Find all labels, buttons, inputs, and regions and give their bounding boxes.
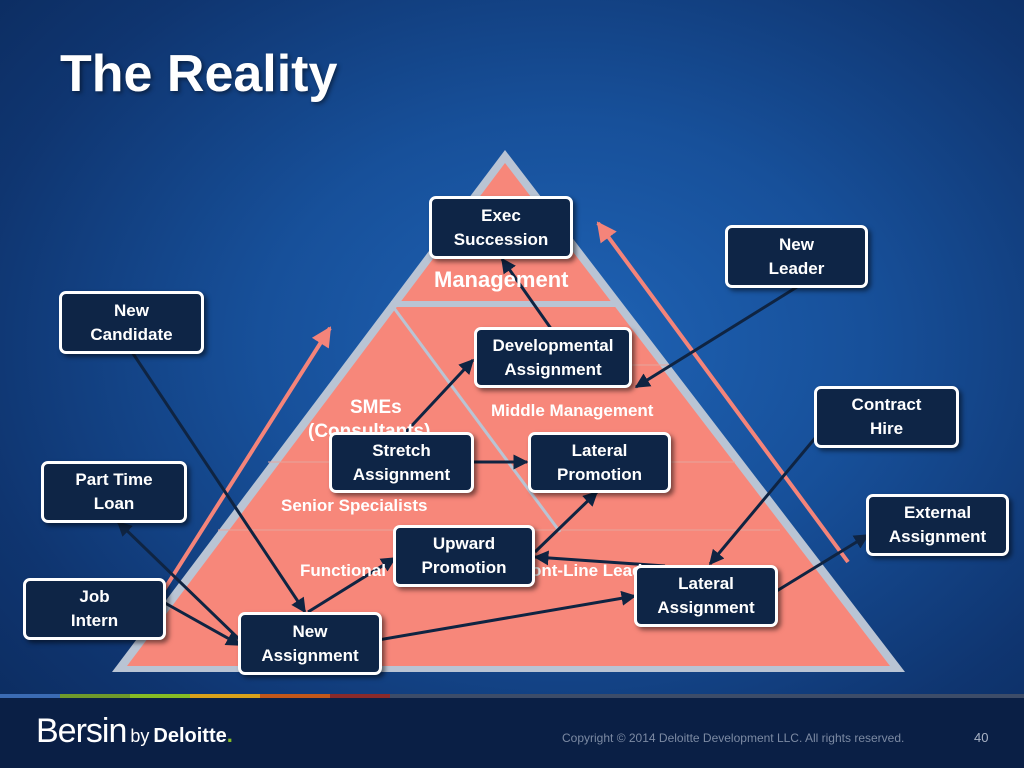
arrow-job-intern-to-new-assignment bbox=[164, 601, 242, 647]
node-upward-promotion[interactable]: Upward Promotion bbox=[393, 525, 535, 587]
tier-divider-smes bbox=[389, 303, 562, 533]
node-exec-succession[interactable]: Exec Succession bbox=[429, 196, 573, 259]
arrow-upward-promotion-to-lateral-promotion bbox=[533, 490, 599, 554]
node-new-leader-line1: New bbox=[779, 234, 814, 254]
node-developmental-assignment-line2: Assignment bbox=[504, 359, 602, 379]
node-new-candidate[interactable]: New Candidate bbox=[59, 291, 204, 354]
node-new-candidate-line1: New bbox=[114, 300, 149, 320]
arrow-lateral-assignment-to-external-assignment bbox=[774, 533, 870, 594]
node-exec-succession-line1: Exec bbox=[481, 205, 521, 225]
flow-arrows bbox=[116, 257, 870, 647]
node-job-intern-line1: Job bbox=[79, 587, 110, 606]
copyright-notice: Copyright © 2014 Deloitte Development LL… bbox=[562, 731, 905, 745]
node-lateral-assignment[interactable]: Lateral Assignment bbox=[634, 565, 778, 627]
node-external-assignment[interactable]: External Assignment bbox=[866, 494, 1009, 556]
tier-label-middle-management: Middle Management bbox=[491, 401, 654, 420]
arrow-new-candidate-to-new-assignment bbox=[130, 351, 307, 614]
logo-dot: . bbox=[226, 722, 233, 747]
node-part-time-loan-line1: Part Time bbox=[75, 470, 153, 489]
node-contract-hire-line1: Contract bbox=[851, 395, 922, 414]
tier-label-front-line-leaders: Front-Line Leaders bbox=[514, 561, 668, 580]
node-stretch-assignment-line2: Assignment bbox=[352, 464, 451, 484]
node-external-assignment-line1: External bbox=[903, 503, 972, 522]
node-exec-succession-line2: Succession bbox=[453, 229, 549, 249]
node-lateral-promotion-line1: Lateral bbox=[571, 440, 628, 460]
footer-color-strip bbox=[0, 694, 1024, 699]
logo-deloitte: Deloitte bbox=[153, 725, 227, 747]
arrow-contract-hire-to-lateral-assignment bbox=[708, 424, 828, 566]
node-job-intern-line2: Intern bbox=[70, 611, 119, 630]
node-new-leader-line2: Leader bbox=[768, 258, 825, 278]
node-contract-hire[interactable]: Contract Hire bbox=[814, 386, 959, 448]
node-part-time-loan-line2: Loan bbox=[93, 494, 135, 513]
node-job-intern[interactable]: Job Intern bbox=[23, 578, 166, 640]
arrow-new-leader-to-developmental bbox=[634, 285, 798, 389]
node-new-assignment-line1: New bbox=[292, 621, 328, 641]
node-new-assignment[interactable]: New Assignment bbox=[238, 612, 382, 675]
logo-bersin: Bersin bbox=[36, 712, 127, 750]
arrow-part-time-loan-to-new-assignment bbox=[116, 520, 242, 642]
tier-label-functional: Functional bbox=[300, 561, 386, 580]
tier-label-management: Management bbox=[434, 267, 569, 292]
node-new-leader[interactable]: New Leader bbox=[725, 225, 868, 288]
tier-label-smes: SMEs bbox=[350, 397, 402, 418]
node-upward-promotion-line1: Upward bbox=[432, 534, 496, 553]
node-new-candidate-line2: Candidate bbox=[90, 324, 173, 344]
node-contract-hire-line2: Hire bbox=[869, 419, 904, 438]
node-developmental-assignment[interactable]: Developmental Assignment bbox=[474, 327, 632, 388]
logo-by: by bbox=[130, 726, 150, 746]
arrow-developmental-to-exec-succession bbox=[500, 257, 554, 331]
node-lateral-assignment-line2: Assignment bbox=[657, 598, 755, 617]
pyramid-fill bbox=[127, 163, 890, 666]
node-stretch-assignment[interactable]: Stretch Assignment bbox=[329, 432, 474, 493]
node-developmental-assignment-line1: Developmental bbox=[492, 335, 614, 355]
node-upward-promotion-line2: Promotion bbox=[421, 558, 507, 577]
arrow-lateral-assignment-to-upward-promotion bbox=[533, 550, 666, 568]
node-new-assignment-line2: Assignment bbox=[261, 645, 359, 665]
footer-bar bbox=[0, 698, 1024, 768]
slide-title: The Reality bbox=[60, 45, 338, 103]
left-upward-arrow bbox=[148, 326, 332, 614]
tier-label-senior-specialists: Senior Specialists bbox=[281, 496, 428, 515]
arrow-new-assignment-to-lateral-assignment bbox=[377, 590, 637, 642]
node-part-time-loan[interactable]: Part Time Loan bbox=[41, 461, 187, 523]
arrow-new-assignment-to-upward-promotion bbox=[307, 556, 397, 614]
node-lateral-promotion-line2: Promotion bbox=[557, 464, 642, 484]
node-lateral-promotion[interactable]: Lateral Promotion bbox=[528, 432, 671, 493]
node-stretch-assignment-line1: Stretch bbox=[372, 440, 431, 460]
right-upward-arrow bbox=[596, 221, 850, 564]
arrow-stretch-to-developmental bbox=[402, 358, 475, 436]
node-external-assignment-line2: Assignment bbox=[888, 527, 987, 546]
page-number: 40 bbox=[974, 730, 989, 745]
node-lateral-assignment-line1: Lateral bbox=[678, 574, 734, 593]
